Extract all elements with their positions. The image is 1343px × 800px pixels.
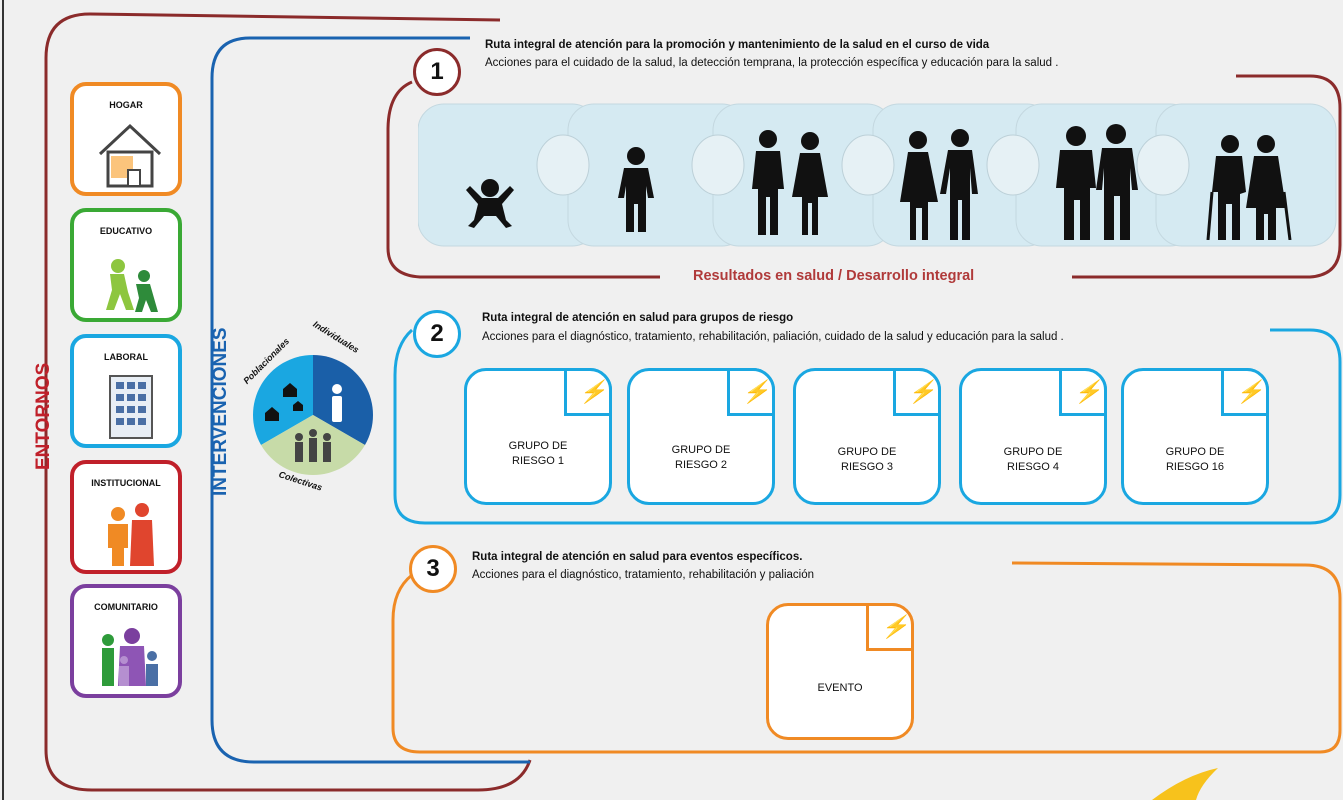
entorno-institucional: INSTITUCIONAL <box>70 460 182 574</box>
pie-individuales <box>313 355 373 445</box>
lightning-icon: ⚡ <box>1074 379 1102 404</box>
lightning-icon: ⚡ <box>579 379 607 404</box>
risk-group-card-3[interactable]: ⚡ GRUPO DE RIESGO 3 <box>793 368 941 505</box>
institutional-staff-icon <box>108 503 154 566</box>
intervenciones-label: INTERVENCIONES <box>210 327 231 496</box>
adults-couple-icon <box>1056 124 1138 240</box>
lightning-icon: ⚡ <box>908 379 936 404</box>
risk-group-line2: RIESGO 16 <box>1165 461 1225 473</box>
entorno-title: COMUNITARIO <box>94 602 158 612</box>
risk-group-card-4[interactable]: ⚡ GRUPO DE RIESGO 4 <box>959 368 1107 505</box>
young-adults-couple-icon <box>900 129 978 240</box>
elderly-couple-icon <box>1206 135 1292 240</box>
lightning-icon: ⚡ <box>1236 379 1264 404</box>
route-1-title: Ruta integral de atención para la promoc… <box>485 39 990 51</box>
interventions-pie <box>253 355 373 475</box>
lightning-icon: ⚡ <box>742 379 770 404</box>
route-1-subtitle: Acciones para el cuidado de la salud, la… <box>485 57 1059 69</box>
card-corner: ⚡ <box>866 603 914 651</box>
lightning-icon: ⚡ <box>881 614 909 639</box>
card-corner: ⚡ <box>564 368 612 416</box>
risk-group-line2: RIESGO 2 <box>675 459 727 471</box>
life-course-strip <box>418 103 1337 247</box>
office-building-icon <box>109 375 153 439</box>
entorno-comunitario: COMUNITARIO <box>70 584 182 698</box>
entornos-label: ENTORNOS <box>33 362 54 470</box>
risk-group-line2: RIESGO 4 <box>1007 461 1059 473</box>
entorno-title: HOGAR <box>109 100 143 110</box>
students-walking-icon <box>106 259 158 312</box>
individual-person-icon <box>332 384 342 422</box>
risk-group-label: GRUPO DE RIESGO 1 <box>467 439 609 469</box>
risk-group-line1: GRUPO DE <box>1165 446 1225 458</box>
child-icon <box>618 147 654 232</box>
risk-group-line1: GRUPO DE <box>671 444 731 456</box>
route-3-subtitle: Acciones para el diagnóstico, tratamient… <box>472 569 815 581</box>
population-house-icons <box>265 383 303 421</box>
route-3-number: 3 <box>409 545 457 593</box>
entorno-hogar: HOGAR <box>70 82 182 196</box>
baby-icon <box>466 179 514 228</box>
entorno-title: INSTITUCIONAL <box>91 478 161 488</box>
risk-group-label: GRUPO DE RIESGO 16 <box>1124 445 1266 475</box>
entorno-educativo: EDUCATIVO <box>70 208 182 322</box>
risk-group-line2: RIESGO 1 <box>512 455 564 467</box>
risk-group-label: GRUPO DE RIESGO 4 <box>962 445 1104 475</box>
route-1-number: 1 <box>413 48 461 96</box>
kids-pair-icon <box>752 130 828 235</box>
risk-group-card-16[interactable]: ⚡ GRUPO DE RIESGO 16 <box>1121 368 1269 505</box>
risk-group-label: GRUPO DE RIESGO 2 <box>630 443 772 473</box>
route-1-result-label: Resultados en salud / Desarrollo integra… <box>683 268 985 284</box>
entorno-title: EDUCATIVO <box>99 226 153 236</box>
risk-group-label: GRUPO DE RIESGO 3 <box>796 445 938 475</box>
risk-group-line1: GRUPO DE <box>508 440 568 452</box>
risk-group-card-2[interactable]: ⚡ GRUPO DE RIESGO 2 <box>627 368 775 505</box>
risk-group-line1: GRUPO DE <box>837 446 897 458</box>
card-corner: ⚡ <box>893 368 941 416</box>
event-card[interactable]: ⚡ EVENTO <box>766 603 914 740</box>
pie-poblacionales <box>253 355 313 445</box>
route-2-number: 2 <box>413 310 461 358</box>
community-group-icon <box>102 628 158 686</box>
route-2-subtitle: Acciones para el diagnóstico, tratamient… <box>482 331 1064 343</box>
event-label: EVENTO <box>817 682 863 694</box>
card-corner: ⚡ <box>727 368 775 416</box>
route-2-title: Ruta integral de atención en salud para … <box>482 312 794 324</box>
house-icon <box>98 123 162 188</box>
entorno-title: LABORAL <box>104 352 148 362</box>
route-3-title: Ruta integral de atención en salud para … <box>472 551 803 563</box>
entorno-laboral: LABORAL <box>70 334 182 448</box>
risk-group-line2: RIESGO 3 <box>841 461 893 473</box>
card-corner: ⚡ <box>1221 368 1269 416</box>
risk-group-card-1[interactable]: ⚡ GRUPO DE RIESGO 1 <box>464 368 612 505</box>
risk-group-line1: GRUPO DE <box>1003 446 1063 458</box>
card-corner: ⚡ <box>1059 368 1107 416</box>
collective-people-icon <box>295 429 331 462</box>
